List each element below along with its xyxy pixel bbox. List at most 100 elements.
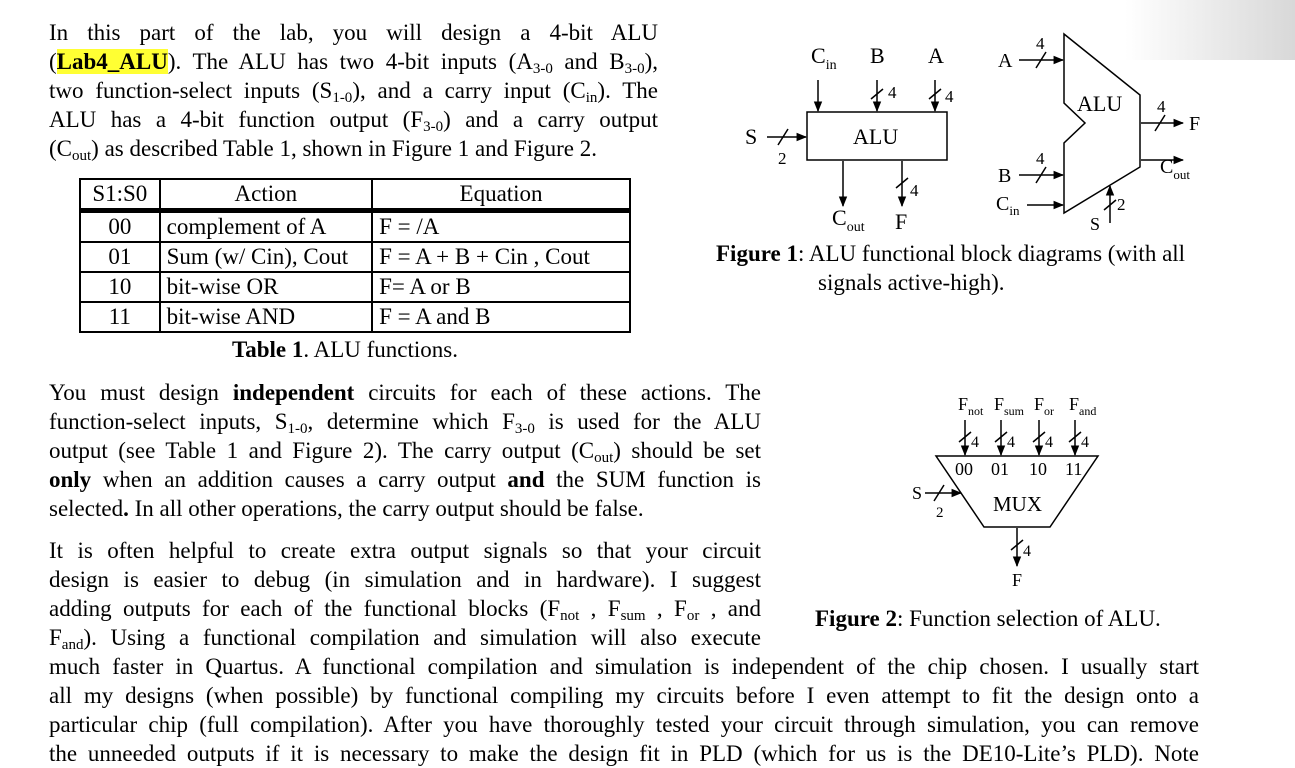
table-cell: F = /A bbox=[371, 209, 631, 243]
table-row: 10 bit-wise OR F= A or B bbox=[79, 271, 631, 303]
f-label: F bbox=[895, 209, 907, 234]
mux-out-label: F bbox=[1012, 570, 1022, 590]
table-header-row: S1:S0 Action Equation bbox=[79, 178, 631, 213]
table-cell: bit-wise AND bbox=[158, 301, 374, 333]
alu-symbol-label: ALU bbox=[1077, 91, 1122, 116]
fnot-slash bbox=[958, 431, 972, 443]
s-bus-slash bbox=[777, 128, 789, 146]
alu-block-label: ALU bbox=[853, 124, 898, 149]
lab-name-highlight: Lab4_ALU bbox=[56, 49, 168, 74]
a-bus-slash bbox=[928, 88, 942, 100]
design-line: You must design independent circuits for… bbox=[49, 380, 761, 405]
intro-line: In this part of the lab, you will design… bbox=[49, 20, 658, 45]
s-label: S bbox=[745, 124, 757, 149]
s-in-slash bbox=[1103, 199, 1117, 211]
table-row: 11 bit-wise AND F = A and B bbox=[79, 301, 631, 333]
b-label: B bbox=[870, 43, 885, 68]
fand-width: 4 bbox=[1081, 434, 1089, 451]
table-cell: bit-wise OR bbox=[158, 271, 374, 303]
table-header-cell: S1:S0 bbox=[79, 178, 161, 213]
design-line: only when an addition causes a carry out… bbox=[49, 467, 761, 492]
table-header-cell: Action bbox=[158, 178, 374, 213]
a-label: A bbox=[928, 43, 944, 68]
table-header-cell: Equation bbox=[371, 178, 631, 213]
b-in-width: 4 bbox=[1036, 149, 1045, 168]
design-line: output (see Table 1 and Figure 2). The c… bbox=[49, 438, 761, 466]
intro-line: (Lab4_ALU). The ALU has two 4-bit inputs… bbox=[49, 49, 658, 77]
alu-symbol-diagram bbox=[1019, 32, 1185, 223]
fsum-slash bbox=[994, 431, 1008, 443]
mux-out-slash bbox=[1010, 539, 1024, 551]
table-row: 01 Sum (w/ Cin), Cout F = A + B + Cin , … bbox=[79, 241, 631, 273]
fand-slash bbox=[1068, 431, 1082, 443]
figure1-caption-line1: Figure 1: ALU functional block diagrams … bbox=[716, 241, 1185, 266]
cout-out-label: Cout bbox=[1160, 156, 1190, 182]
mux-select-label: S bbox=[912, 483, 922, 503]
alu-symbol-labels: A 4 ALU 4 F Cout B 4 Cin 2 S bbox=[996, 34, 1200, 234]
fsum-label: Fsum bbox=[994, 394, 1025, 418]
debug-line: design is easier to debug (in simulation… bbox=[49, 567, 761, 592]
mux-select-slash bbox=[933, 484, 945, 502]
a-bus-width: 4 bbox=[945, 87, 954, 106]
debug-line: adding outputs for each of the functiona… bbox=[49, 596, 762, 624]
alu-block-labels: Cin B A 4 4 S 2 ALU 4 Cout F bbox=[745, 43, 954, 235]
table-caption: Table 1. ALU functions. bbox=[232, 337, 458, 362]
a-in-slash bbox=[1035, 51, 1047, 69]
cin-in-label: Cin bbox=[996, 193, 1020, 218]
figure1-caption-line2: signals active-high). bbox=[818, 270, 1005, 295]
fnot-width: 4 bbox=[971, 434, 979, 451]
fsum-width: 4 bbox=[1007, 434, 1015, 451]
f-bus-width: 4 bbox=[910, 181, 919, 200]
table-cell: 01 bbox=[79, 241, 161, 273]
fnot-label: Fnot bbox=[958, 394, 984, 418]
s-bus-width: 2 bbox=[778, 149, 787, 168]
s-in-label: S bbox=[1090, 214, 1100, 234]
design-line: function-select inputs, S1-0, determine … bbox=[49, 409, 762, 437]
design-paragraph: You must design independent circuits for… bbox=[49, 378, 761, 523]
intro-paragraph: In this part of the lab, you will design… bbox=[49, 18, 658, 164]
sel-11-label: 11 bbox=[1065, 459, 1082, 479]
alu-functions-table: S1:S0 Action Equation 00 complement of A… bbox=[79, 178, 631, 333]
debug-line: all my designs (when possible) by functi… bbox=[49, 683, 1199, 708]
sel-10-label: 10 bbox=[1029, 459, 1047, 479]
for-slash bbox=[1032, 431, 1046, 443]
f-out-label: F bbox=[1189, 113, 1200, 135]
debug-line: the unneeded outputs if it is necessary … bbox=[49, 741, 1199, 766]
a-in-width: 4 bbox=[1036, 34, 1045, 53]
intro-line: (Cout) as described Table 1, shown in Fi… bbox=[49, 136, 597, 164]
intro-line: ALU has a 4-bit function output (F3-0) a… bbox=[49, 107, 658, 135]
figure2-caption: Figure 2: Function selection of ALU. bbox=[815, 606, 1161, 631]
design-line: selected. In all other operations, the c… bbox=[49, 496, 644, 521]
debug-paragraph-continued: much faster in Quartus. A functional com… bbox=[49, 652, 1199, 768]
cin-label: Cin bbox=[811, 43, 837, 73]
debug-line: particular chip (full compilation). Afte… bbox=[49, 712, 1199, 737]
alu-symbol-shape bbox=[1063, 32, 1141, 215]
a-in-label: A bbox=[998, 50, 1013, 72]
debug-paragraph: It is often helpful to create extra outp… bbox=[49, 536, 762, 653]
table-cell: 11 bbox=[79, 301, 161, 333]
table-cell: F = A + B + Cin , Cout bbox=[371, 241, 631, 273]
b-bus-width: 4 bbox=[888, 83, 897, 102]
page-shadow bbox=[1125, 0, 1295, 60]
mux-out-width: 4 bbox=[1023, 543, 1031, 560]
b-in-label: B bbox=[998, 165, 1011, 187]
mux-select-width: 2 bbox=[936, 505, 944, 521]
alu-block-diagram bbox=[767, 80, 948, 208]
sel-00-label: 00 bbox=[955, 459, 973, 479]
table-row: 00 complement of A F = /A bbox=[79, 209, 631, 243]
mux-labels: Fnot Fsum For Fand 4 4 4 4 00 01 10 11 M… bbox=[912, 394, 1096, 590]
debug-line: It is often helpful to create extra outp… bbox=[49, 538, 761, 563]
f-out-slash bbox=[1154, 114, 1166, 132]
f-out-width: 4 bbox=[1157, 97, 1166, 116]
mux-label: MUX bbox=[993, 492, 1042, 516]
for-width: 4 bbox=[1045, 434, 1053, 451]
table-cell: 10 bbox=[79, 271, 161, 303]
mux-diagram bbox=[925, 420, 1100, 568]
mux-shape bbox=[934, 455, 1100, 528]
sel-01-label: 01 bbox=[991, 459, 1009, 479]
table-cell: F= A or B bbox=[371, 271, 631, 303]
cout-label: Cout bbox=[832, 205, 865, 235]
debug-line: much faster in Quartus. A functional com… bbox=[49, 654, 1199, 679]
debug-line: Fand). Using a functional compilation an… bbox=[49, 625, 761, 653]
